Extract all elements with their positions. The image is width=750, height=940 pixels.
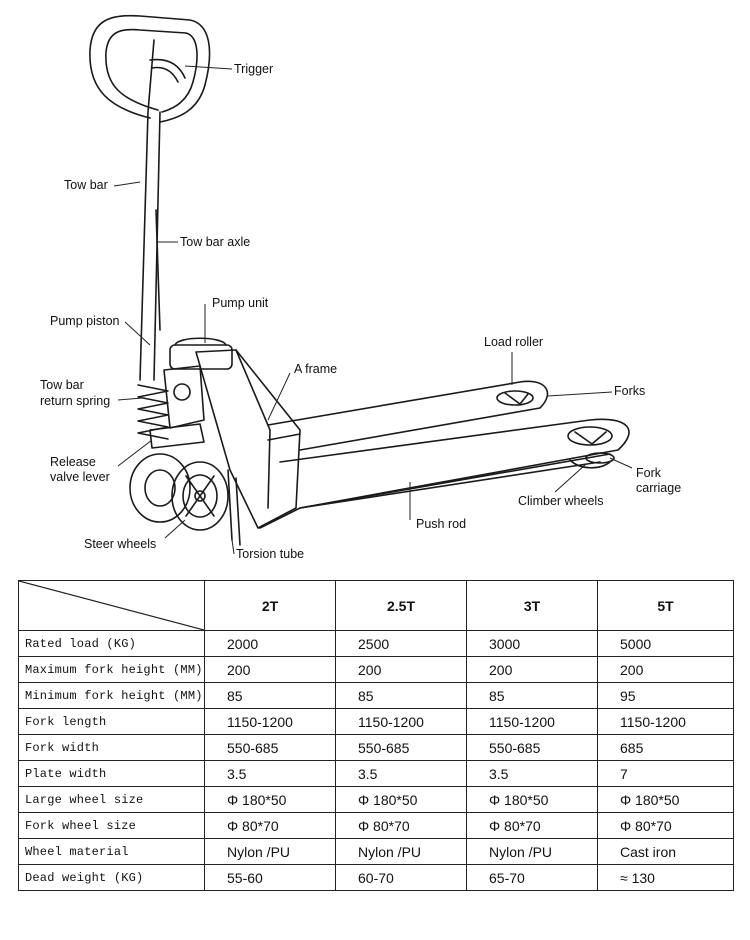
cell-value: 200 <box>466 656 598 683</box>
pump-unit-body <box>169 344 233 370</box>
cell-value: Φ 180*50 <box>335 786 467 813</box>
cell-value: 95 <box>597 682 734 709</box>
label-a-frame: A frame <box>294 362 338 376</box>
tow-bar <box>139 39 161 381</box>
column-header: 5T <box>597 580 734 631</box>
cell-value: Nylon /PU <box>335 838 467 865</box>
cell-value: Nylon /PU <box>466 838 598 865</box>
cell-value: 1150-1200 <box>597 708 734 735</box>
cell-value: 1150-1200 <box>204 708 336 735</box>
cell-value: Φ 80*70 <box>204 812 336 839</box>
table-row: Wheel material Nylon /PU Nylon /PU Nylon… <box>18 838 734 865</box>
cell-value: 2000 <box>204 630 336 657</box>
row-label: Minimum fork height (MM) <box>18 682 205 709</box>
cell-value: 200 <box>597 656 734 683</box>
cell-value: ≈ 130 <box>597 864 734 891</box>
cell-value: 550-685 <box>335 734 467 761</box>
row-label: Maximum fork height (MM) <box>18 656 205 683</box>
label-tow-bar-return-spring-line1: Tow bar <box>40 378 84 392</box>
cell-value: 65-70 <box>466 864 598 891</box>
label-fork-carriage-line1: Fork <box>636 466 661 480</box>
fork-rear <box>267 380 549 451</box>
trigger <box>149 58 186 83</box>
cell-value: 1150-1200 <box>335 708 467 735</box>
cell-value: 200 <box>335 656 467 683</box>
table-row: Maximum fork height (MM) 200 200 200 200 <box>18 656 734 683</box>
row-label: Fork width <box>18 734 205 761</box>
cell-value: Nylon /PU <box>204 838 336 865</box>
cell-value: 85 <box>204 682 336 709</box>
torsion-tube <box>227 469 241 546</box>
table-row: Rated load (KG) 2000 2500 3000 5000 <box>18 630 734 657</box>
cell-value: 200 <box>204 656 336 683</box>
cell-value: 3.5 <box>335 760 467 787</box>
label-tow-bar-return-spring-line2: return spring <box>40 394 111 408</box>
label-pump-piston: Pump piston <box>50 314 120 328</box>
cell-value: Φ 180*50 <box>597 786 734 813</box>
row-label: Large wheel size <box>18 786 205 813</box>
cell-value: 3.5 <box>204 760 336 787</box>
cell-value: 3.5 <box>466 760 598 787</box>
label-pump-unit: Pump unit <box>212 296 269 310</box>
label-load-roller: Load roller <box>484 335 544 349</box>
corner-cell <box>18 580 205 631</box>
label-trigger: Trigger <box>234 62 274 76</box>
cell-value: Cast iron <box>597 838 734 865</box>
table-row: Minimum fork height (MM) 85 85 85 95 <box>18 682 734 709</box>
pallet-jack-diagram: Trigger Tow bar Tow bar axle Pump unit P… <box>40 14 682 561</box>
row-label: Wheel material <box>18 838 205 865</box>
table-row: Plate width 3.5 3.5 3.5 7 <box>18 760 734 787</box>
label-tow-bar-axle: Tow bar axle <box>180 235 251 249</box>
label-steer-wheels: Steer wheels <box>84 537 157 551</box>
row-label: Fork length <box>18 708 205 735</box>
cell-value: Φ 180*50 <box>466 786 598 813</box>
label-fork-carriage-line2: carriage <box>636 481 682 495</box>
steer-wheel-front <box>171 461 229 531</box>
label-tow-bar: Tow bar <box>64 178 108 192</box>
table-row: Large wheel size Φ 180*50 Φ 180*50 Φ 180… <box>18 786 734 813</box>
row-label: Rated load (KG) <box>18 630 205 657</box>
table-row: Dead weight (KG) 55-60 60-70 65-70 ≈ 130 <box>18 864 734 891</box>
diagonal-divider <box>19 581 204 630</box>
steer-wheel-rear <box>129 453 191 523</box>
column-header: 2T <box>204 580 336 631</box>
label-release-valve-lever-line2: valve lever <box>50 470 110 484</box>
cell-value: 85 <box>335 682 467 709</box>
row-label: Dead weight (KG) <box>18 864 205 891</box>
label-torsion-tube: Torsion tube <box>236 547 305 561</box>
cell-value: 60-70 <box>335 864 467 891</box>
table-row: Fork length 1150-1200 1150-1200 1150-120… <box>18 708 734 735</box>
cell-value: 2500 <box>335 630 467 657</box>
cell-value: 5000 <box>597 630 734 657</box>
label-release-valve-lever-line1: Release <box>50 455 96 469</box>
row-label: Fork wheel size <box>18 812 205 839</box>
fork-front <box>279 418 630 509</box>
column-header: 3T <box>466 580 598 631</box>
table-row: Fork wheel size Φ 80*70 Φ 80*70 Φ 80*70 … <box>18 812 734 839</box>
cell-value: 1150-1200 <box>466 708 598 735</box>
cell-value: Φ 80*70 <box>466 812 598 839</box>
column-header: 2.5T <box>335 580 467 631</box>
spec-header-row: 2T 2.5T 3T 5T <box>18 580 734 631</box>
row-label: Plate width <box>18 760 205 787</box>
cell-value: 55-60 <box>204 864 336 891</box>
spec-table: 2T 2.5T 3T 5T Rated load (KG) 2000 2500 … <box>18 580 734 891</box>
cell-value: 550-685 <box>204 734 336 761</box>
cell-value: 85 <box>466 682 598 709</box>
cell-value: Φ 80*70 <box>597 812 734 839</box>
cell-value: Φ 80*70 <box>335 812 467 839</box>
label-climber-wheels: Climber wheels <box>518 494 604 508</box>
cell-value: 3000 <box>466 630 598 657</box>
cell-value: 7 <box>597 760 734 787</box>
table-row: Fork width 550-685 550-685 550-685 685 <box>18 734 734 761</box>
label-forks: Forks <box>614 384 646 398</box>
cell-value: 550-685 <box>466 734 598 761</box>
return-spring <box>137 384 169 440</box>
cell-value: 685 <box>597 734 734 761</box>
pallet-jack-drawing <box>89 14 633 555</box>
label-push-rod: Push rod <box>416 517 467 531</box>
handle-loop <box>89 14 211 123</box>
cell-value: Φ 180*50 <box>204 786 336 813</box>
